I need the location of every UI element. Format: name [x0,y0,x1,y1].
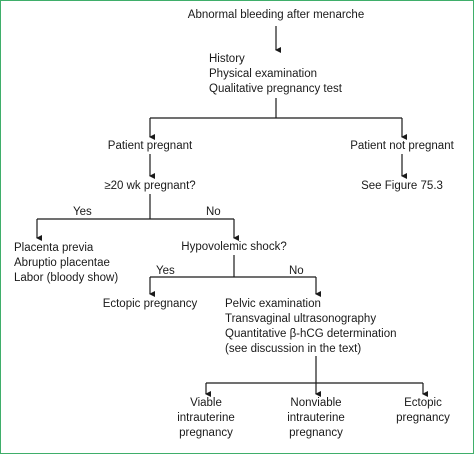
outcome-nonviable-node: Nonviable intrauterine pregnancy [266,396,366,441]
outcome-ectopic-line-2: pregnancy [396,412,450,424]
outcome-viable-node: Viable intrauterine pregnancy [156,396,256,441]
patient-pregnant-node: Patient pregnant [90,139,210,154]
outcome-viable-line-2: intrauterine [177,412,235,424]
step-pregnancy-test: Qualitative pregnancy test [209,83,342,95]
workup-note: (see discussion in the text) [225,343,362,355]
initial-steps-node: History Physical examination Qualitative… [209,52,342,97]
step-physical-exam: Physical examination [209,68,318,80]
see-figure-text: See Figure 75.3 [361,180,443,192]
outcome-viable-line-1: Viable [190,397,222,409]
shock-question-text: Hypovolemic shock? [181,241,287,253]
shock-yes-label: Yes [156,265,175,277]
patient-not-pregnant-text: Patient not pregnant [350,140,454,152]
step-history: History [209,53,245,65]
workup-node: Pelvic examination Transvaginal ultrason… [225,297,397,357]
start-text: Abnormal bleeding after menarche [187,9,365,21]
weeks-question-text: ≥20 wk pregnant? [104,180,196,192]
weeks-question-node: ≥20 wk pregnant? [90,179,210,194]
workup-ultrasound: Transvaginal ultrasonography [225,313,377,325]
weeks-no-label: No [206,206,221,218]
ectopic-shock-node: Ectopic pregnancy [92,297,208,312]
workup-pelvic-exam: Pelvic examination [225,298,321,310]
cause-placenta-previa: Placenta previa [14,242,94,254]
shock-question-node: Hypovolemic shock? [164,240,304,255]
workup-hcg: Quantitative β-hCG determination [225,328,397,340]
cause-abruptio: Abruptio placentae [14,257,110,269]
patient-pregnant-text: Patient pregnant [107,140,193,152]
weeks-yes-label: Yes [73,206,92,218]
start-node: Abnormal bleeding after menarche [170,8,382,23]
shock-no-label: No [289,265,304,277]
outcome-ectopic-node: Ectopic pregnancy [381,396,465,426]
late-causes-node: Placenta previa Abruptio placentae Labor… [14,241,118,286]
ectopic-shock-text: Ectopic pregnancy [102,298,198,310]
outcome-ectopic-line-1: Ectopic [404,397,442,409]
outcome-viable-line-3: pregnancy [179,427,233,439]
outcome-nonviable-line-2: intrauterine [287,412,345,424]
see-figure-node: See Figure 75.3 [342,179,462,194]
outcome-nonviable-line-3: pregnancy [289,427,343,439]
patient-not-pregnant-node: Patient not pregnant [332,139,472,154]
cause-labor: Labor (bloody show) [14,272,119,284]
outcome-nonviable-line-1: Nonviable [290,397,342,409]
